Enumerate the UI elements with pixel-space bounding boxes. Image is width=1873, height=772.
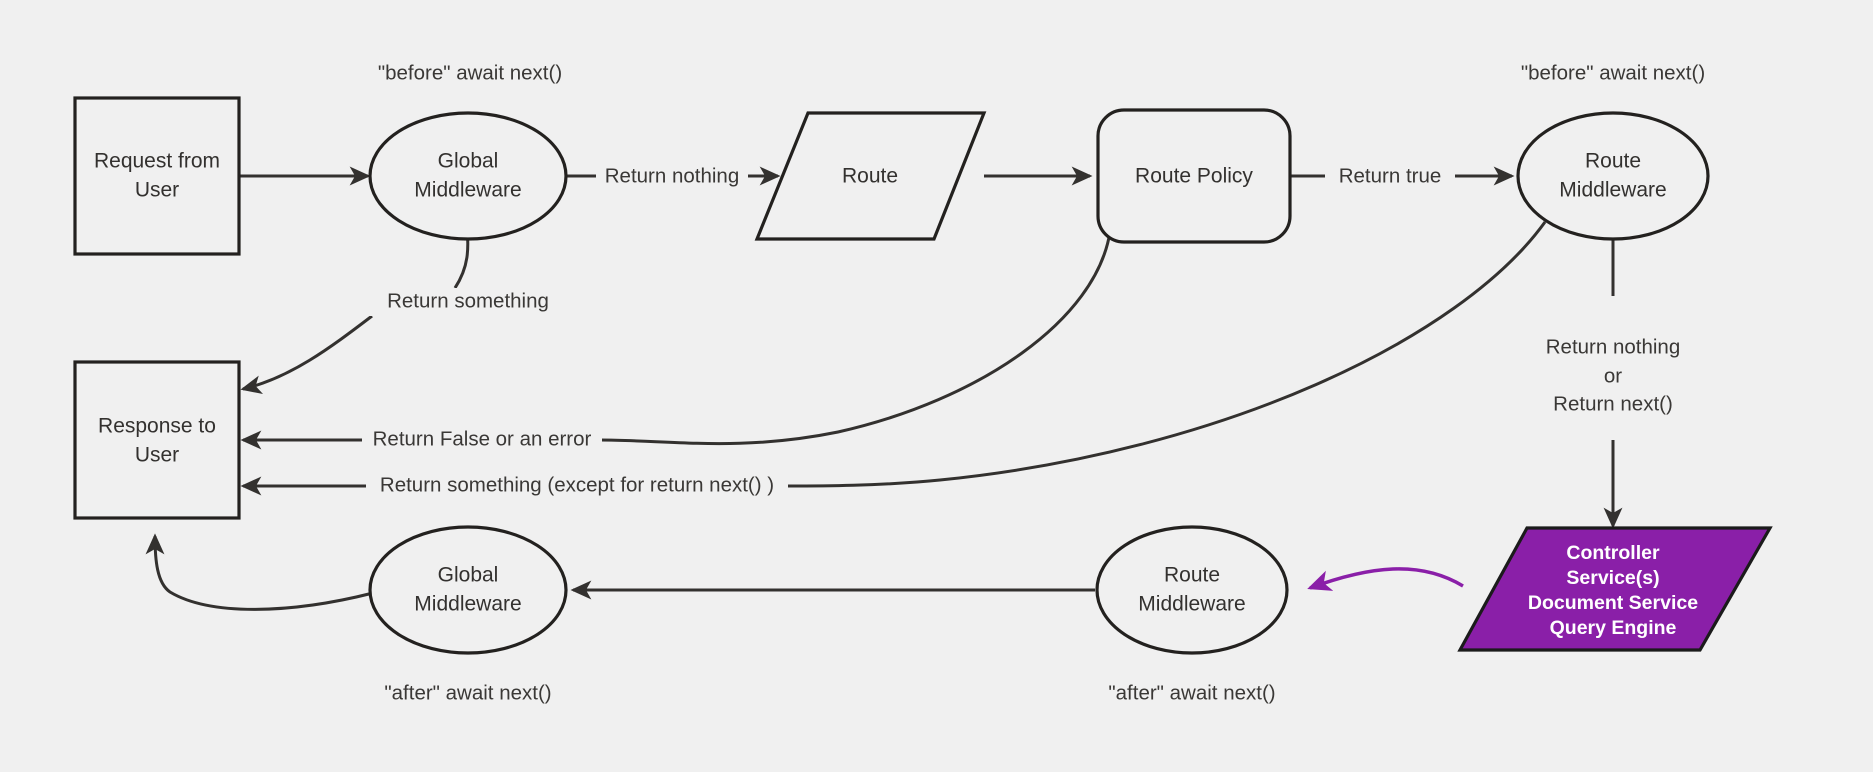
global-middleware-bottom-line1: Global xyxy=(438,564,499,587)
annotation-before-route-middleware: "before" await next() xyxy=(1521,61,1705,84)
node-response-to-user[interactable]: Response to User xyxy=(73,360,241,520)
edge-global-middleware-bottom-to-response xyxy=(145,533,374,611)
edge-label-return-something-except: Return something (except for return next… xyxy=(380,473,774,496)
edge-label-return-something: Return something xyxy=(387,289,549,312)
annotation-after-route-middleware: "after" await next() xyxy=(1108,681,1275,704)
route-label: Route xyxy=(842,165,898,188)
controller-line3: Document Service xyxy=(1528,592,1698,614)
node-request-from-user[interactable]: Request from User xyxy=(73,96,241,256)
global-middleware-bottom-line2: Middleware xyxy=(414,593,521,616)
route-policy-label: Route Policy xyxy=(1135,165,1253,188)
response-to-user-line2: User xyxy=(135,444,179,467)
edge-label-return-true: Return true xyxy=(1339,164,1442,187)
edge-label-return-false-or-error: Return False or an error xyxy=(373,427,592,450)
route-middleware-top-line2: Middleware xyxy=(1559,179,1666,202)
route-middleware-bottom-line2: Middleware xyxy=(1138,593,1245,616)
annotation-before-global-middleware: "before" await next() xyxy=(378,61,562,84)
edge-route-policy-return-false xyxy=(599,231,1112,446)
node-global-middleware-bottom[interactable]: Global Middleware xyxy=(368,525,568,655)
route-middleware-bottom-line1: Route xyxy=(1164,564,1220,587)
edge-label-return-nothing-or-next-line3: Return next() xyxy=(1553,392,1673,415)
route-middleware-top-line1: Route xyxy=(1585,150,1641,173)
global-middleware-top-line1: Global xyxy=(438,150,499,173)
edge-route-middleware-return-something-except xyxy=(785,221,1547,488)
edge-label-return-nothing: Return nothing xyxy=(605,164,739,187)
node-route-middleware-bottom[interactable]: Route Middleware xyxy=(1095,525,1289,655)
controller-line1: Controller xyxy=(1566,542,1660,564)
node-route-policy[interactable]: Route Policy xyxy=(1096,108,1292,244)
edge-controller-to-route-middleware-bottom xyxy=(1307,567,1464,591)
node-route-middleware-top[interactable]: Route Middleware xyxy=(1516,111,1710,241)
node-route[interactable]: Route xyxy=(754,111,987,241)
edge-label-return-nothing-or-next-line2: or xyxy=(1604,364,1622,387)
controller-line2: Service(s) xyxy=(1566,567,1659,589)
edge-global-middleware-return-something-tail xyxy=(240,314,373,395)
node-controller-services[interactable]: Controller Service(s) Document Service Q… xyxy=(1457,526,1773,652)
response-to-user-line1: Response to xyxy=(98,415,216,438)
request-from-user-line1: Request from xyxy=(94,150,220,173)
controller-line4: Query Engine xyxy=(1550,617,1677,639)
annotation-after-global-middleware: "after" await next() xyxy=(384,681,551,704)
node-global-middleware-top[interactable]: Global Middleware xyxy=(368,111,568,241)
global-middleware-top-line2: Middleware xyxy=(414,179,521,202)
edge-label-return-nothing-or-next-line1: Return nothing xyxy=(1546,335,1680,358)
request-from-user-line2: User xyxy=(135,179,179,202)
